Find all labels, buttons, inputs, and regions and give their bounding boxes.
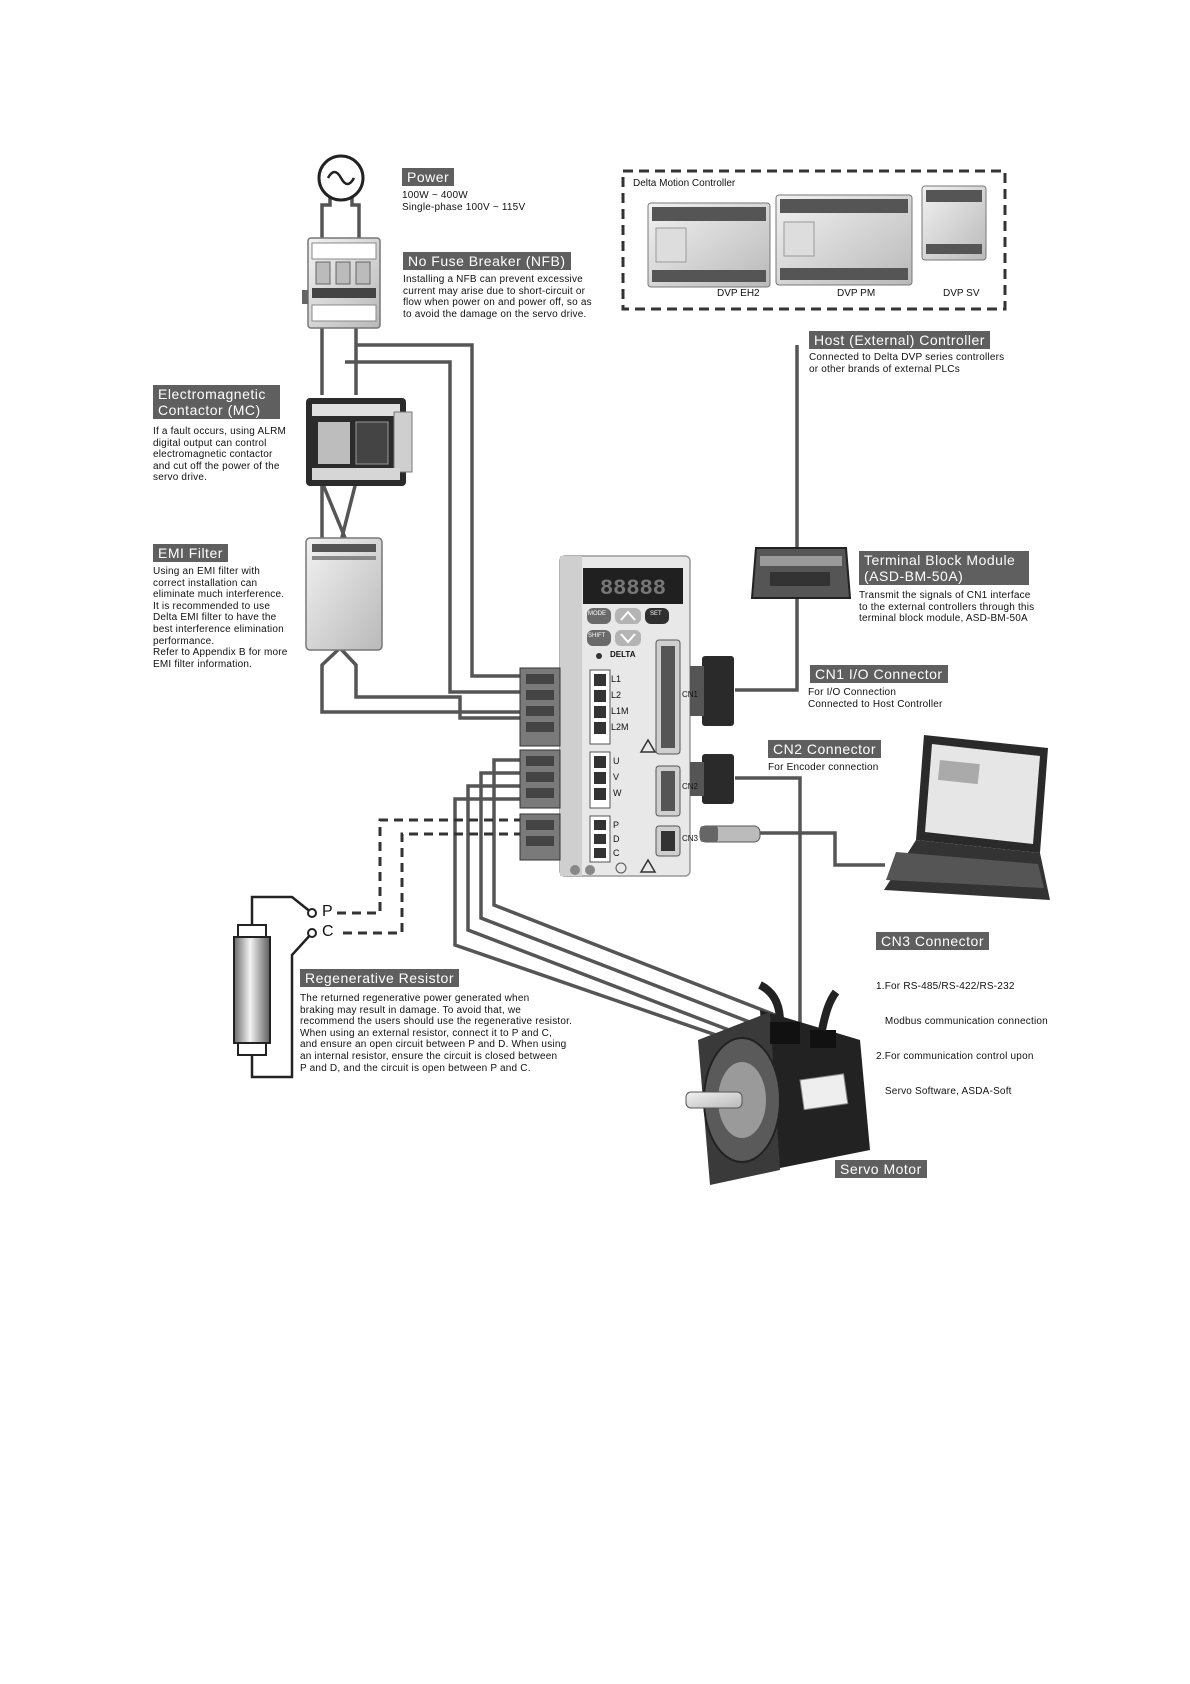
- cn3-label: CN3 Connector: [876, 932, 989, 950]
- model-dvp-eh2: DVP EH2: [717, 288, 760, 299]
- mode-button-label: MODE: [588, 611, 606, 617]
- cn2-description: For Encoder connection: [768, 762, 879, 773]
- terminal-block-module-icon: [750, 547, 852, 599]
- regen-description: The returned regenerative power generate…: [300, 993, 573, 1074]
- drive-display: [583, 568, 683, 604]
- regen-label: Regenerative Resistor: [300, 969, 460, 987]
- drive-brand: DELTA: [610, 650, 636, 659]
- servo-drive: 88888: [559, 555, 691, 877]
- model-dvp-sv: DVP SV: [943, 288, 980, 299]
- power-plug-connector: [519, 667, 561, 747]
- svg-text:88888: 88888: [600, 576, 666, 601]
- pin-v: V: [613, 772, 620, 782]
- nfb-description: Installing a NFB can prevent excessive c…: [403, 274, 592, 320]
- pin-w: W: [613, 788, 622, 798]
- cn3-description: 1.For RS-485/RS-422/RS-232 Modbus commun…: [876, 981, 1048, 1097]
- power-description: 100W ~ 400W Single-phase 100V ~ 115V: [402, 190, 526, 213]
- cn2-connector-icon: [690, 754, 734, 804]
- plc-dvp-eh2-icon: [647, 202, 771, 288]
- host-description: Connected to Delta DVP series controller…: [809, 352, 1005, 375]
- pin-l1: L1: [611, 674, 622, 684]
- pin-l2: L2: [611, 690, 622, 700]
- shift-button-label: SHIFT: [588, 633, 606, 639]
- emi-description: Using an EMI filter with correct install…: [153, 566, 288, 670]
- contactor-icon: [306, 398, 413, 486]
- motor-plug-connector: [519, 749, 561, 809]
- servo-motor-label: Servo Motor: [835, 1160, 927, 1178]
- terminal-block-description: Transmit the signals of CN1 interface to…: [859, 590, 1035, 625]
- pin-c: C: [613, 848, 620, 858]
- set-button[interactable]: [645, 608, 669, 624]
- mc-description: If a fault occurs, using ALRM digital ou…: [153, 426, 287, 484]
- cn2-label: CN2 Connector: [768, 740, 881, 758]
- plc-dvp-pm-icon: [775, 194, 913, 286]
- regen-plug-connector: [519, 813, 561, 861]
- cn1-label: CN1 I/O Connector: [810, 665, 948, 683]
- mode-button[interactable]: [587, 608, 611, 624]
- terminal-p-label: P: [322, 903, 333, 920]
- pin-l2m: L2M: [611, 722, 629, 732]
- model-dvp-pm: DVP PM: [837, 288, 876, 299]
- emi-filter-icon: [305, 537, 383, 651]
- servo-motor-icon: [685, 981, 870, 1185]
- motion-controller-title: Delta Motion Controller: [633, 178, 736, 189]
- regen-wires: [337, 818, 523, 935]
- pin-l1m: L1M: [611, 706, 629, 716]
- cn3-usb-plug-icon: [699, 825, 761, 843]
- shift-button[interactable]: [587, 630, 611, 646]
- emi-label: EMI Filter: [153, 544, 228, 562]
- motion-controller-group: [621, 169, 1007, 311]
- cn1-connector-icon: [690, 656, 734, 726]
- mc-label: Electromagnetic Contactor (MC): [153, 385, 280, 419]
- pin-p: P: [613, 820, 620, 830]
- host-label: Host (External) Controller: [809, 331, 990, 349]
- ac-source-icon: [317, 154, 365, 202]
- terminal-c-label: C: [322, 923, 334, 940]
- terminal-block-label: Terminal Block Module (ASD-BM-50A): [859, 551, 1029, 585]
- port-cn2-label: CN2: [682, 782, 699, 791]
- laptop-icon: [884, 735, 1050, 900]
- regenerative-resistor-icon: [233, 895, 317, 1079]
- port-cn1-label: CN1: [682, 690, 699, 699]
- set-button-label: SET: [650, 611, 662, 617]
- cn1-description: For I/O Connection Connected to Host Con…: [808, 687, 943, 710]
- power-label: Power: [402, 168, 455, 186]
- nfb-breaker-icon: [302, 237, 381, 329]
- nfb-label: No Fuse Breaker (NFB): [403, 252, 571, 270]
- pin-u: U: [613, 756, 620, 766]
- port-cn3-label: CN3: [682, 834, 699, 843]
- pin-d: D: [613, 834, 620, 844]
- plc-dvp-sv-icon: [921, 185, 987, 261]
